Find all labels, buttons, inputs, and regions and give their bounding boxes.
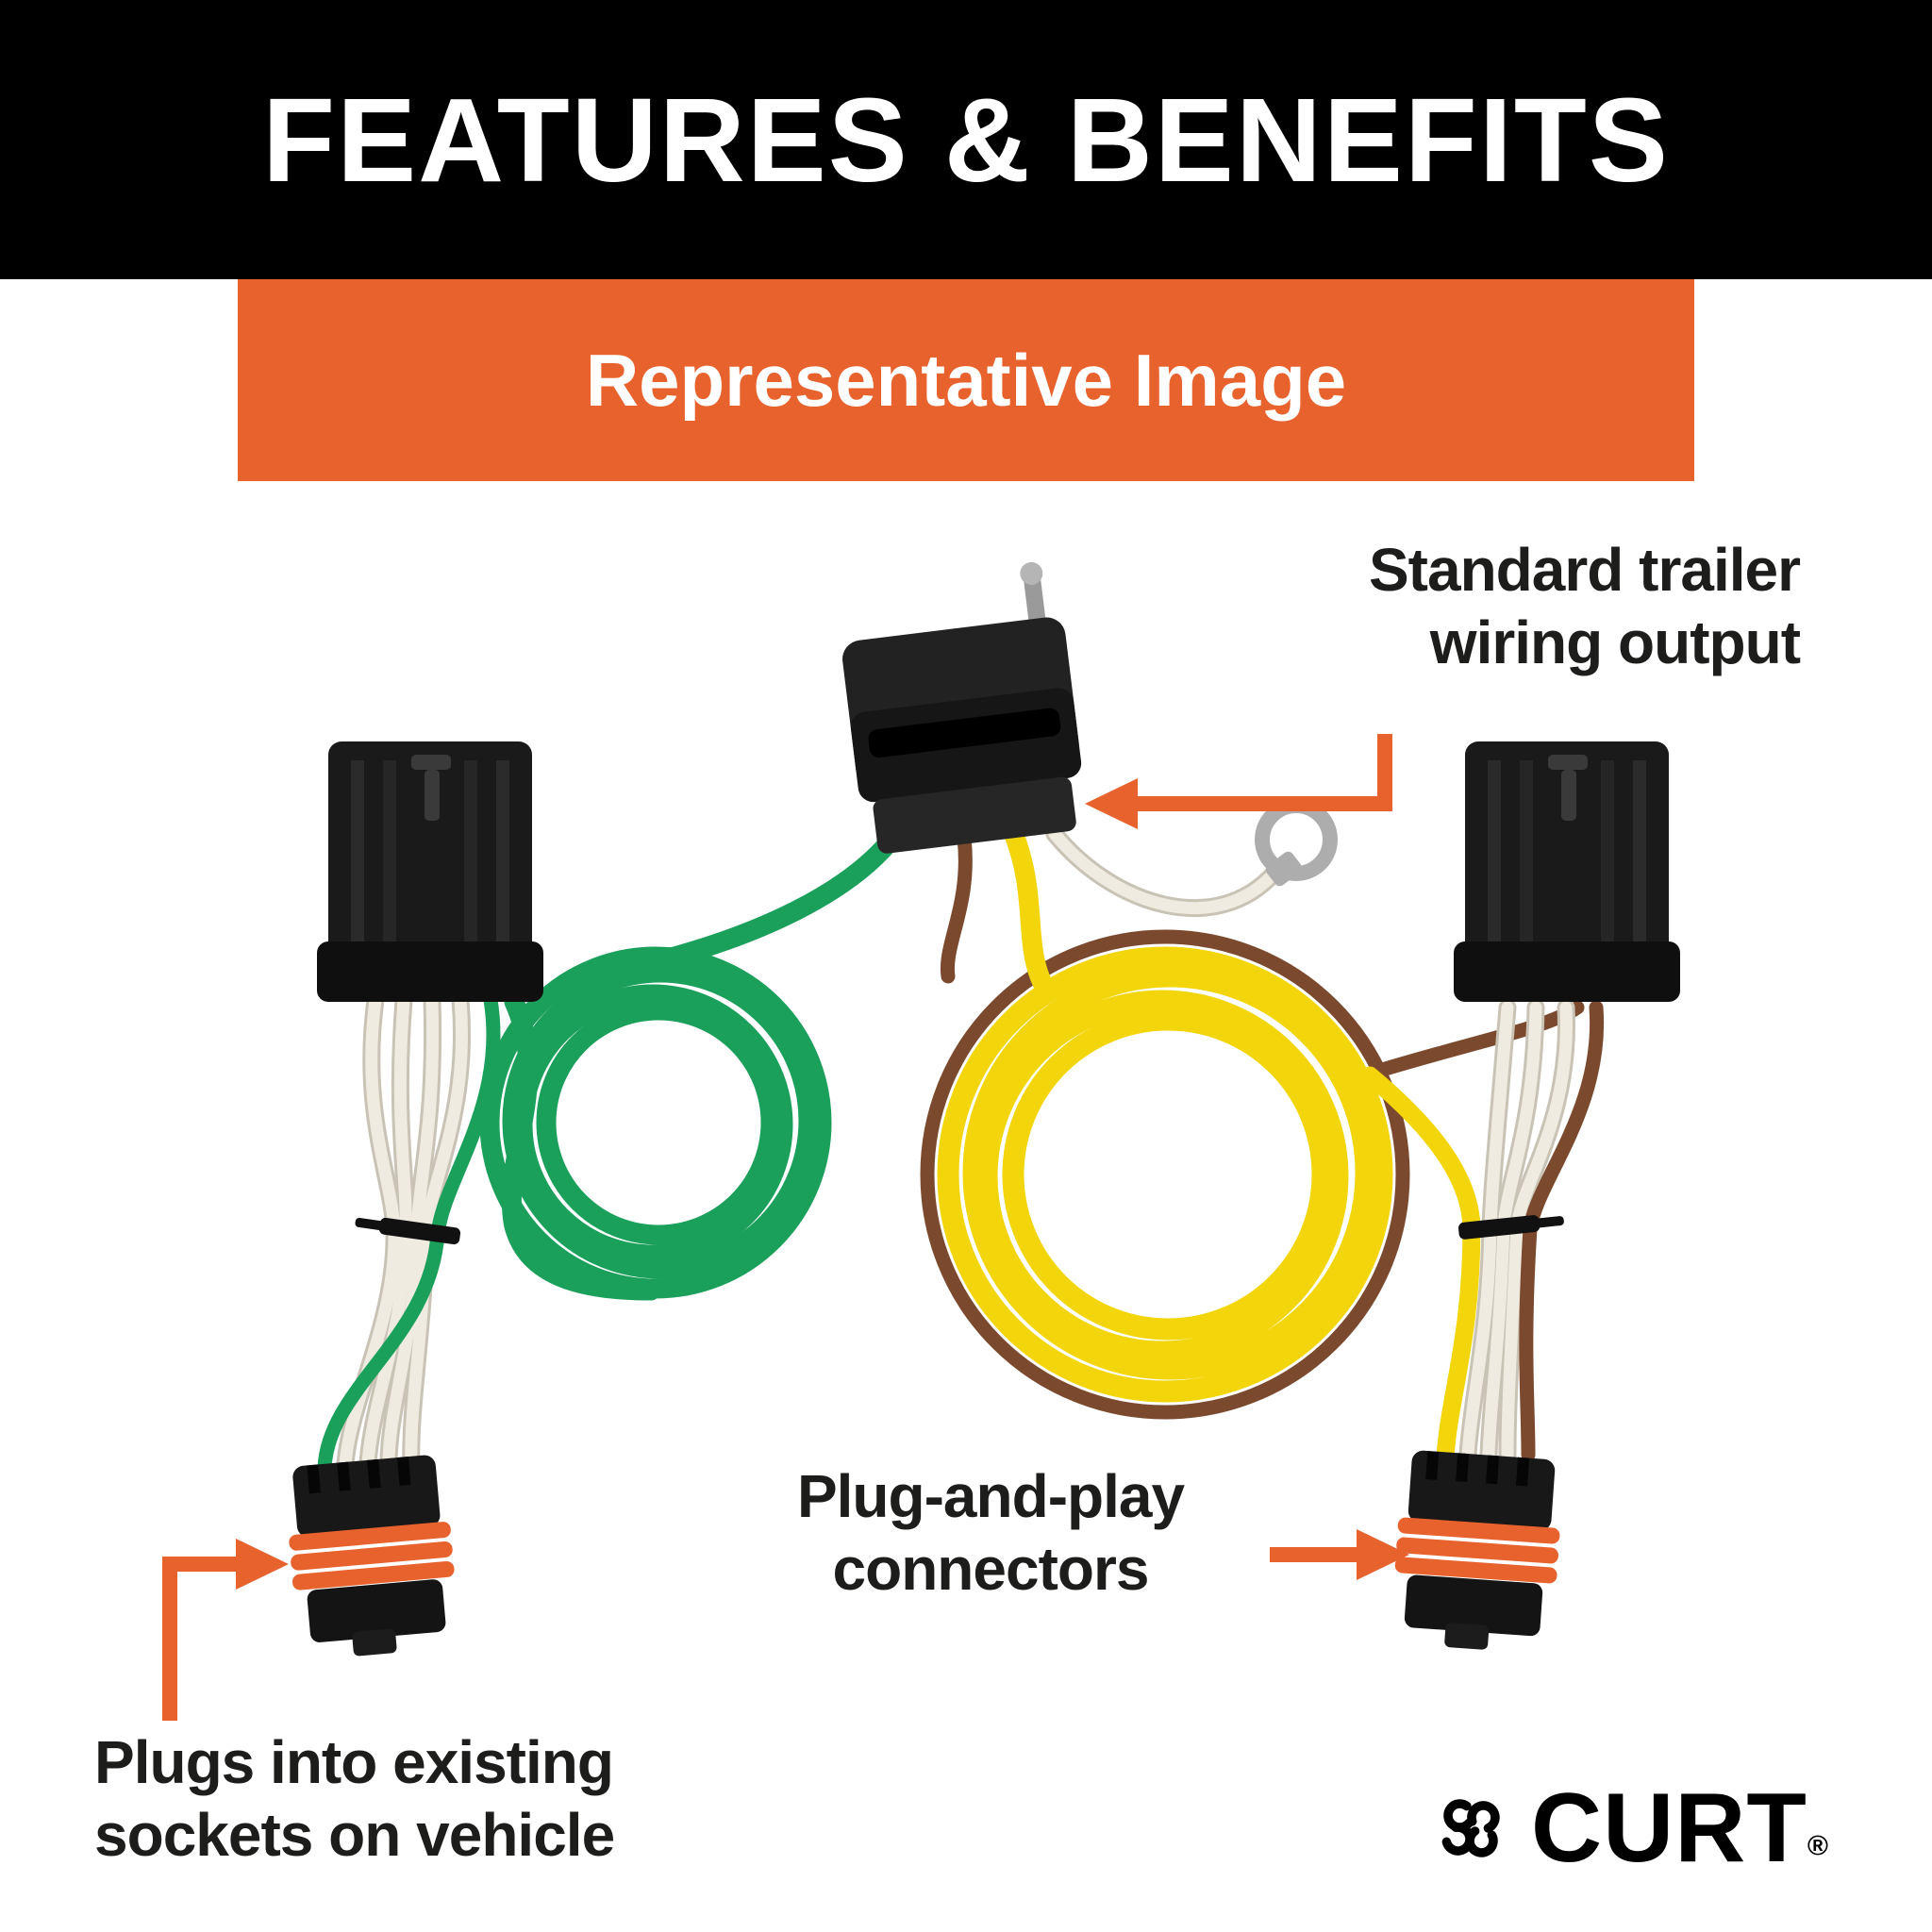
registered-mark: ® bbox=[1807, 1830, 1828, 1862]
trailer-output-connector bbox=[842, 561, 1082, 854]
cable-tie-right bbox=[1457, 1215, 1564, 1240]
right-vehicle-connector bbox=[1454, 741, 1680, 1002]
arrow-plugs-into-icon bbox=[162, 1539, 289, 1721]
right-plug-connector bbox=[1394, 1450, 1560, 1650]
green-wire-coil bbox=[479, 825, 905, 1301]
page-title: FEATURES & BENEFITS bbox=[262, 73, 1670, 207]
annotation-line: sockets on vehicle bbox=[94, 1800, 615, 1869]
left-plug-connector bbox=[289, 1455, 455, 1657]
arrow-standard-trailer-icon bbox=[1085, 734, 1392, 829]
representative-image-banner: Representative Image bbox=[238, 279, 1694, 481]
annotation-plug-and-play-connectors: Plug-and-play connectors bbox=[717, 1460, 1264, 1606]
curt-wordmark: CURT bbox=[1531, 1774, 1807, 1883]
annotation-line: wiring output bbox=[1429, 608, 1801, 676]
arrow-plug-and-play-icon bbox=[1270, 1529, 1409, 1580]
annotation-plugs-into-existing-sockets: Plugs into existing sockets on vehicle bbox=[94, 1726, 615, 1872]
features-benefits-banner: FEATURES & BENEFITS bbox=[0, 0, 1932, 279]
curt-logo-icon bbox=[1441, 1799, 1500, 1857]
annotation-line: Plugs into existing bbox=[94, 1728, 614, 1796]
cable-tie-left bbox=[355, 1217, 461, 1245]
annotation-line: Plug-and-play bbox=[796, 1462, 1185, 1530]
curt-logo: CURT® bbox=[1425, 1779, 1828, 1877]
annotation-standard-trailer-wiring-output: Standard trailer wiring output bbox=[1368, 534, 1801, 679]
annotation-line: connectors bbox=[832, 1534, 1150, 1603]
annotation-line: Standard trailer bbox=[1368, 536, 1801, 604]
ring-terminal bbox=[1055, 798, 1338, 908]
left-vehicle-connector bbox=[317, 741, 543, 1002]
banner-subtitle: Representative Image bbox=[585, 338, 1347, 422]
